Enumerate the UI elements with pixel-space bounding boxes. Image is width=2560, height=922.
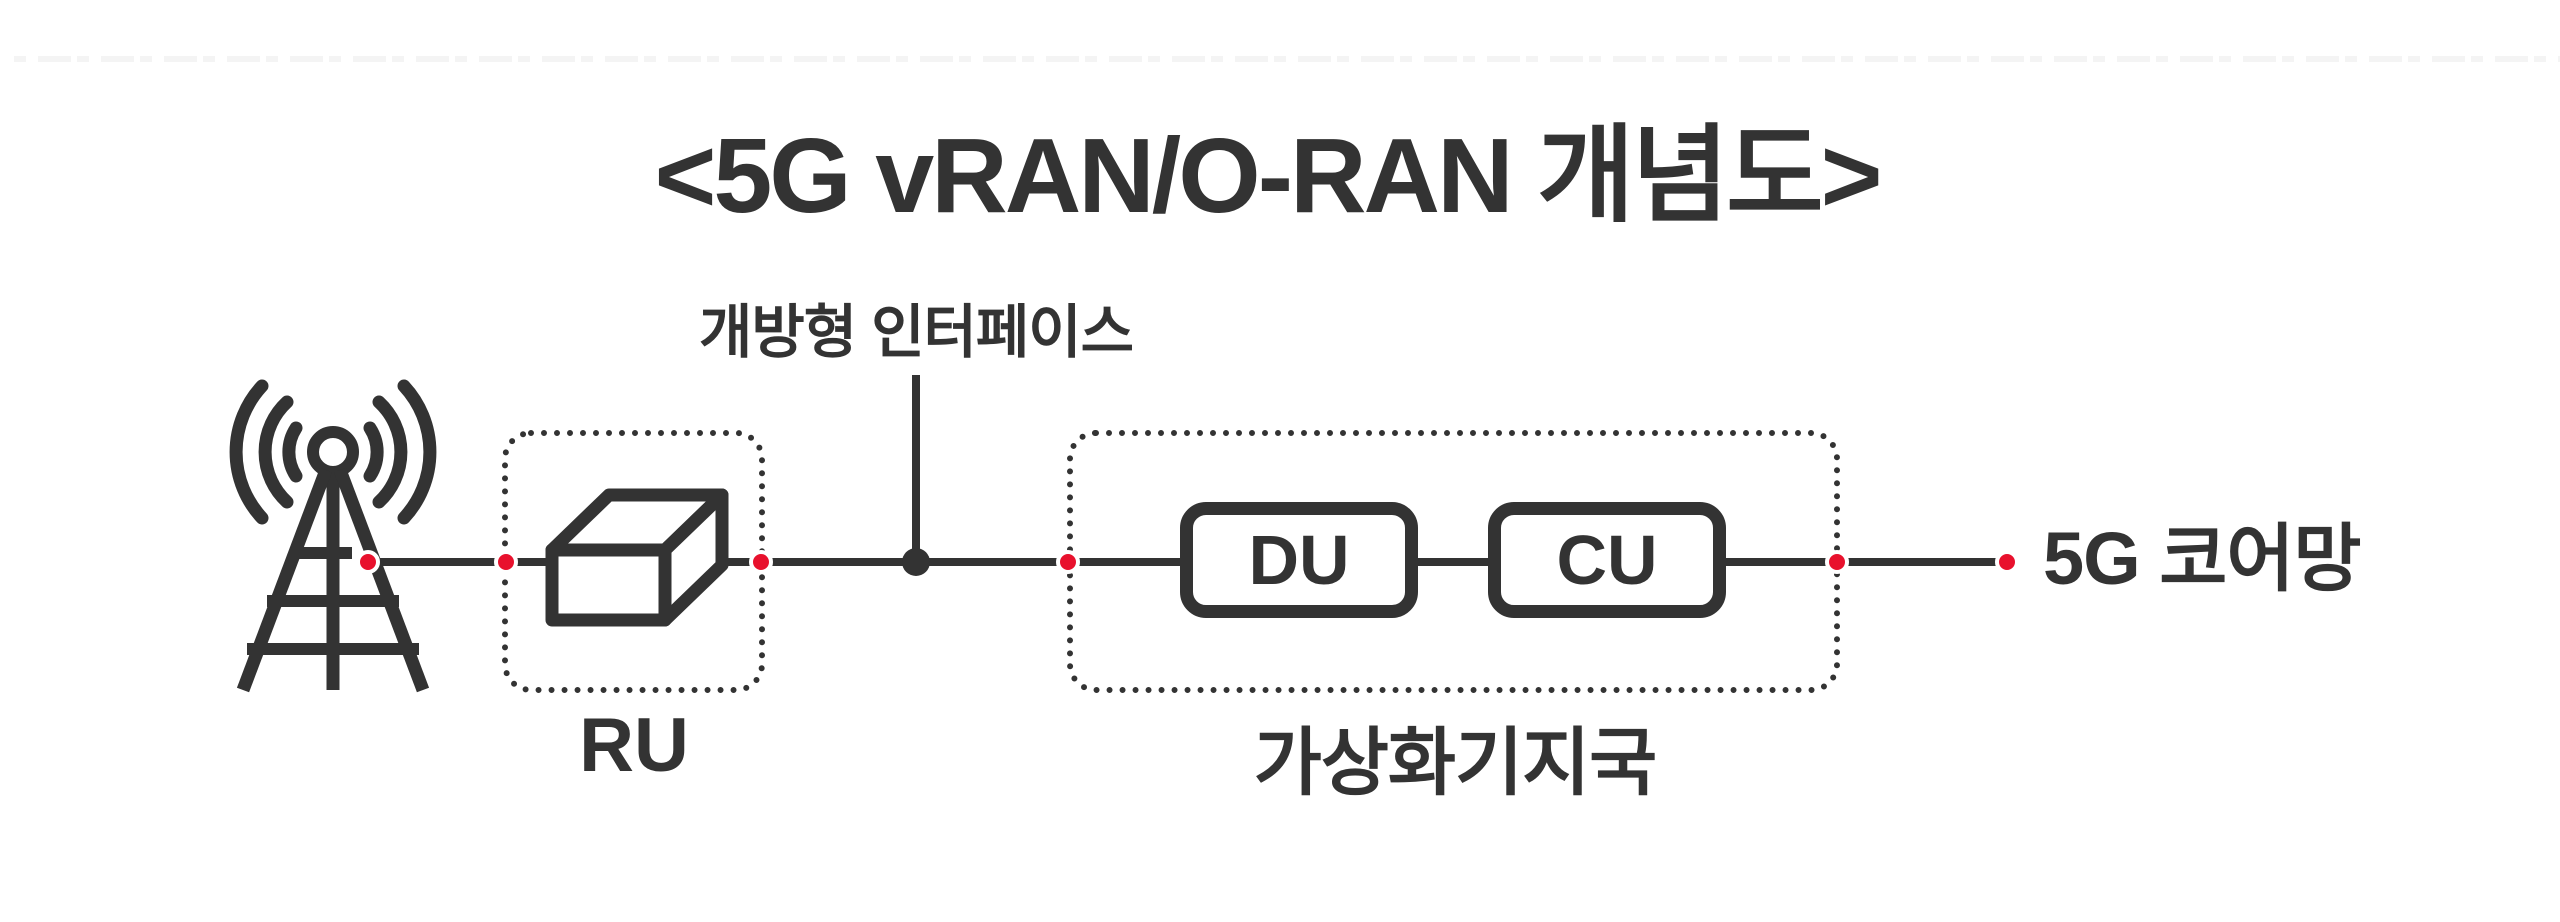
connection-dot-red-ru-left: [494, 550, 518, 574]
radio-unit-3d-box-icon: [545, 488, 729, 627]
cu-label: CU: [1556, 521, 1658, 599]
faint-watermark-row: [14, 56, 2560, 62]
diagram-title: <5G vRAN/O-RAN 개념도>: [654, 117, 1882, 235]
virtualized-base-station-label: 가상화기지국: [1253, 721, 1657, 804]
open-interface-label: 개방형 인터페이스: [699, 300, 1134, 365]
radio-wave-left-middle: [258, 395, 294, 509]
ru-label: RU: [579, 703, 689, 788]
cu-box: CU: [1488, 502, 1726, 618]
radio-wave-right-middle: [372, 395, 408, 509]
ru-box-front-face: [545, 543, 672, 627]
du-label: DU: [1248, 521, 1350, 599]
connection-dot-red-ru-right: [749, 550, 773, 574]
core-network-label: 5G 코어망: [2043, 517, 2362, 600]
open-interface-junction-dot: [902, 548, 930, 576]
radio-wave-right-inner: [363, 421, 384, 483]
connection-dot-red-vbs-left: [1056, 550, 1080, 574]
connection-dot-red-antenna: [356, 550, 380, 574]
antenna-head-circle: [307, 426, 359, 478]
connection-dot-red-vbs-right: [1825, 550, 1849, 574]
du-box: DU: [1180, 502, 1418, 618]
connection-dot-red-core: [1995, 550, 2019, 574]
antenna-tower-icon: [229, 379, 437, 693]
radio-wave-left-inner: [282, 421, 303, 483]
radio-wave-left-outer: [229, 379, 269, 525]
radio-wave-right-outer: [397, 379, 437, 525]
